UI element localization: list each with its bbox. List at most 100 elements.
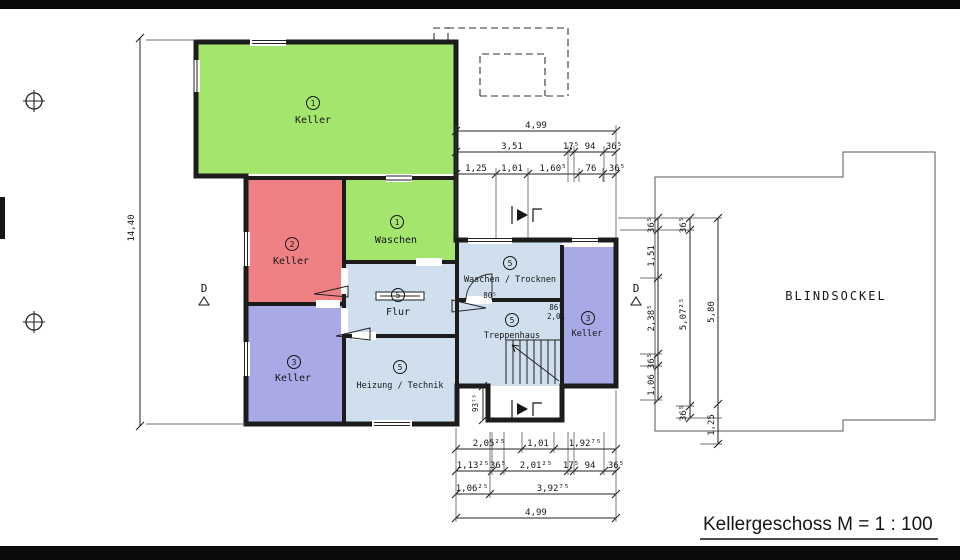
room-number-circle — [287, 355, 301, 369]
blindsockel-label: BLINDSOCKEL — [785, 289, 886, 303]
room-name: Treppenhaus — [484, 331, 540, 341]
door-swing-triangles — [313, 285, 487, 341]
registration-mark-bottom — [23, 311, 45, 333]
room-treppenhaus-area — [459, 302, 562, 386]
dimension-chain-top: 4,99 3,51 17⁵ 94 36⁵ 1,25 1,01 1,60⁵ 76 … — [451, 121, 625, 238]
stairs — [505, 339, 562, 384]
room-label-keller-1: 1 Keller — [295, 96, 331, 126]
room-keller-3-area — [248, 306, 344, 424]
room-number: 3 — [292, 358, 297, 367]
section-d-triangles — [198, 296, 642, 306]
room-number-circle — [306, 96, 320, 110]
dim-value: 36⁵ — [679, 405, 689, 421]
dim-value: 2,05²⁵ — [473, 439, 506, 449]
room-waschen-trocknen-area — [459, 242, 562, 300]
room-number: 5 — [398, 363, 403, 372]
dashed-outline — [433, 27, 569, 97]
dim-value: 36⁵ — [679, 217, 689, 233]
dim-value: 1,25 — [465, 164, 487, 174]
dim-value: 93⁷⁵ — [471, 394, 480, 412]
dim-value: 94 — [585, 461, 596, 471]
dimension-chain-right: 36⁵ 1,51 2,38⁵ 36⁵ 1,06 36⁵ 5,07²⁵ 36⁵ 5… — [618, 213, 723, 449]
room-number: 5 — [510, 316, 515, 325]
room-number-circle — [285, 237, 299, 251]
dim-value: 3,92⁷⁵ — [537, 484, 570, 494]
registration-mark-top — [23, 90, 45, 112]
registration-cross — [23, 311, 45, 333]
dim-value: 1,92⁷⁵ — [569, 439, 602, 449]
room-number: 5 — [396, 291, 401, 300]
dim-value: 36⁵ — [608, 461, 624, 471]
stair-direction-arrow — [511, 344, 560, 382]
dim-line-shaft — [478, 381, 488, 425]
door-symbols — [313, 273, 493, 341]
room-fills — [198, 44, 614, 424]
inner-dimensions: 93⁷⁵ 80⁵ 86⁵ 2,01 — [471, 291, 565, 425]
room-number: 1 — [395, 218, 400, 227]
room-name: Heizung / Technik — [357, 381, 444, 391]
room-label-keller-3: 3 Keller — [275, 355, 311, 384]
dim-value: 36⁵ — [647, 353, 657, 369]
dim-value: 2,01²⁵ — [520, 461, 553, 471]
window-lines — [193, 40, 598, 426]
dim-value: 3,51 — [501, 142, 523, 152]
room-labels: 1 Keller 1 Waschen 2 Keller 3 Keller 5 F… — [273, 96, 603, 391]
room-label-waschen-trocknen: 5 Waschen / Trocknen — [464, 256, 556, 285]
section-arrow-lines — [511, 206, 542, 418]
dim-extension-lines — [146, 39, 246, 425]
room-name: Waschen — [375, 235, 417, 246]
dim-value: 4,99 — [525, 121, 547, 131]
dim-value: 17⁵ — [563, 142, 579, 152]
dim-value: 1,51 — [647, 245, 657, 267]
left-edge-mark — [0, 197, 5, 239]
dim-value: 1,06²⁵ — [456, 484, 489, 494]
dim-extension-lines — [455, 125, 617, 238]
registration-cross — [23, 90, 45, 112]
room-keller-2-area — [248, 180, 344, 304]
room-name: Keller — [273, 256, 309, 267]
dim-value: 1,06 — [647, 374, 657, 396]
dim-lines — [456, 130, 616, 175]
dim-value: 1,13²⁵ — [457, 461, 490, 471]
dimension-chain-left: 14,40 — [127, 33, 246, 431]
dim-value: 94 — [585, 142, 596, 152]
top-black-bar — [0, 0, 960, 9]
room-label-treppenhaus: 5 Treppenhaus — [484, 313, 540, 341]
room-name: Flur — [386, 307, 410, 318]
room-number: 3 — [586, 314, 591, 323]
room-number-circle — [390, 215, 404, 229]
dim-extension-lines — [455, 390, 617, 522]
room-number-circle — [505, 313, 519, 327]
exterior-stair-dashed — [433, 27, 569, 97]
room-number: 5 — [508, 259, 513, 268]
room-name: Keller — [572, 329, 603, 339]
room-waschen-area — [346, 180, 456, 262]
dim-value: 36⁵ — [490, 461, 506, 471]
dim-value: 14,40 — [127, 214, 137, 241]
room-name: Waschen / Trocknen — [464, 275, 556, 285]
dim-extension-lines — [618, 217, 722, 445]
dim-value: 1,25 — [707, 414, 717, 436]
blindsockel: BLINDSOCKEL — [654, 151, 936, 432]
bottom-black-bar — [0, 546, 960, 560]
room-number: 1 — [311, 99, 316, 108]
room-keller-1-area — [198, 44, 454, 174]
wall-openings — [192, 38, 598, 428]
dim-value: 2,01 — [547, 312, 565, 321]
dimension-chain-bottom: 2,05²⁵ 1,01 1,92⁷⁵ 1,13²⁵ 36⁵ 2,01²⁵ 17⁵… — [451, 390, 624, 523]
room-label-keller-3r: 3 Keller — [572, 311, 603, 339]
room-keller-3r-area — [564, 247, 614, 386]
dim-value: 4,99 — [525, 508, 547, 518]
room-number: 2 — [290, 240, 295, 249]
dim-value: 36⁵ — [647, 217, 657, 233]
dim-lines — [456, 448, 616, 519]
room-name: Keller — [295, 115, 331, 126]
door-arc — [465, 273, 493, 301]
room-number-circle — [581, 311, 595, 325]
dim-value: 76 — [586, 164, 597, 174]
section-d-left: D — [201, 282, 208, 295]
room-number-circle — [391, 288, 405, 302]
dim-value: 80⁵ — [483, 291, 497, 300]
